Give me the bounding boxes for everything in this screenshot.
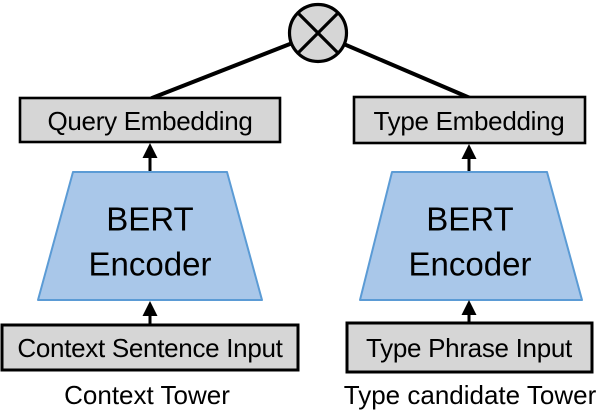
query-embedding-label: Query Embedding — [47, 106, 252, 136]
type-embedding-box — [352, 95, 587, 145]
query-embedding-box — [18, 96, 282, 144]
type-embedding-label: Type Embedding — [374, 106, 565, 136]
operator-cross-line-2 — [296, 11, 340, 55]
arrow-encoder-to-type-embedding — [461, 144, 477, 171]
context-sentence-input-label: Context Sentence Input — [17, 333, 283, 363]
type-phrase-input-box — [345, 321, 594, 374]
type-encoder-label-line1: BERT — [426, 201, 513, 238]
context-tower-caption: Context Tower — [64, 380, 230, 410]
type-encoder-label-line2: Encoder — [409, 246, 532, 283]
type-candidate-tower-caption: Type candidate Tower — [344, 380, 597, 410]
type-phrase-input-label: Type Phrase Input — [366, 333, 573, 363]
arrow-type-input-to-encoder — [461, 300, 477, 322]
context-sentence-input-box — [0, 323, 300, 372]
tensor-product-icon — [287, 2, 349, 64]
arrow-encoder-to-query-embedding — [142, 143, 158, 171]
arrow-context-input-to-encoder — [142, 301, 158, 324]
type-bert-encoder-trapezoid — [359, 171, 583, 301]
context-bert-encoder-trapezoid — [37, 171, 263, 301]
context-encoder-label-line1: BERT — [106, 201, 193, 238]
context-encoder-label-line2: Encoder — [89, 246, 212, 283]
